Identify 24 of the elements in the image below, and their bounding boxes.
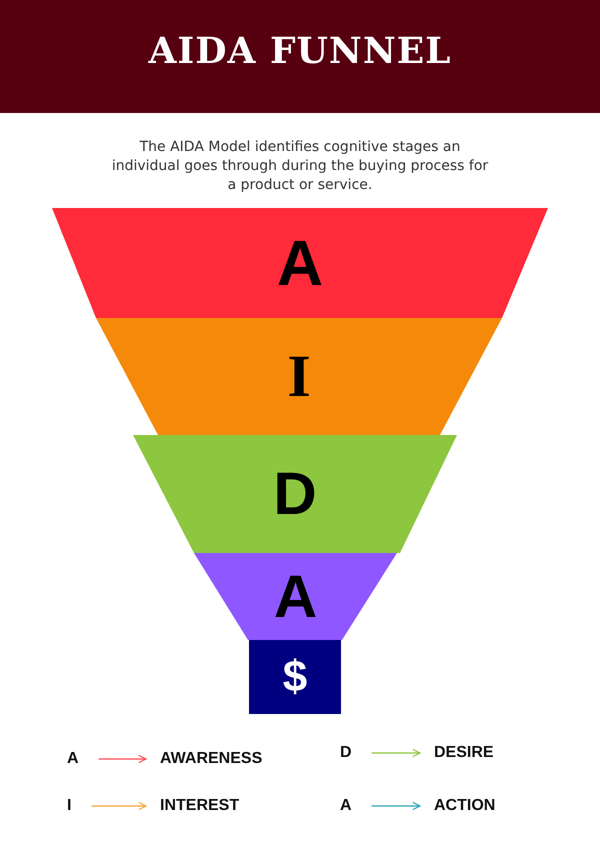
funnel-segment [194, 553, 397, 640]
stage-letter: D [273, 459, 317, 529]
funnel-segment [96, 318, 502, 435]
stage-letter: I [287, 342, 311, 411]
title: AIDA FUNNEL [147, 30, 452, 72]
legend-term: DESIRE [434, 744, 494, 762]
arrow [372, 748, 421, 758]
legend-term: ACTION [434, 797, 496, 815]
legend-letter: D [340, 744, 352, 762]
stage-letter: A [274, 562, 318, 632]
dollar-sign: $ [282, 651, 308, 703]
legend-letter: I [67, 797, 72, 815]
description-text: The AIDA Model identifies cognitive stages an individual goes through during the buying process for a product or service. [110, 138, 490, 195]
arrow [91, 802, 147, 810]
stage-letter: A [276, 226, 324, 301]
arrow [98, 754, 147, 764]
funnel-segment [52, 208, 548, 318]
legend-letter: A [67, 750, 79, 768]
legend-term: INTEREST [160, 797, 240, 815]
funnel-segment [133, 435, 457, 553]
arrow [372, 802, 421, 810]
funnel-base-box [249, 640, 341, 714]
legend-letter: A [340, 797, 352, 815]
legend-term: AWARENESS [160, 750, 262, 768]
